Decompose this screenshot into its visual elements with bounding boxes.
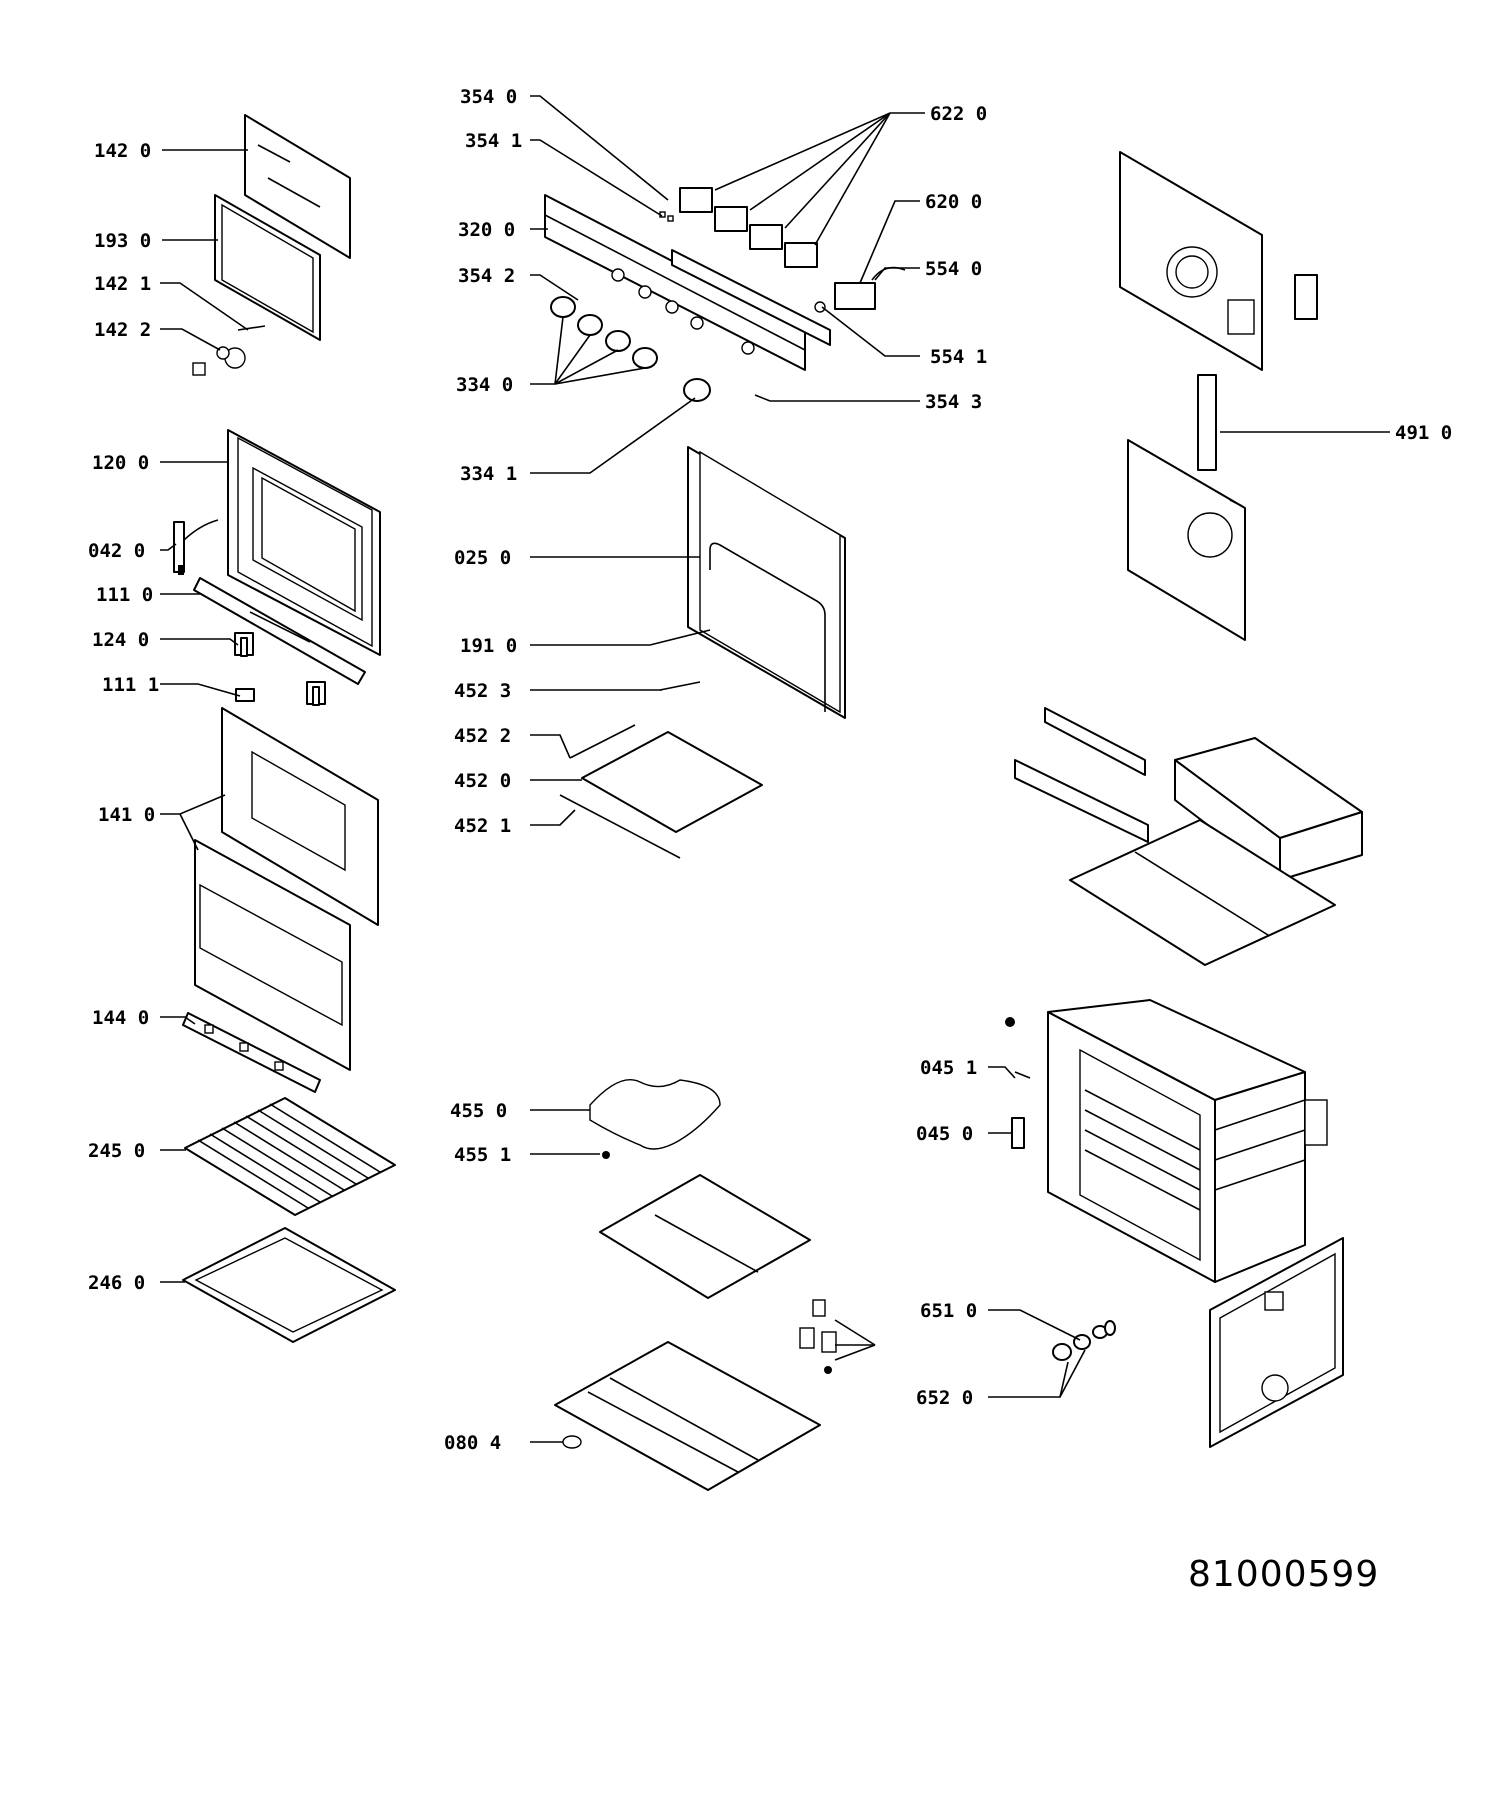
door-glass-frame <box>214 194 321 341</box>
oven-seal-frame <box>687 446 846 719</box>
handle-end-cap-right <box>306 681 326 706</box>
label-025-0: 025 0 <box>454 547 511 569</box>
label-045-0: 045 0 <box>916 1123 973 1145</box>
label-191-0: 191 0 <box>460 635 517 657</box>
door-glass-upper <box>244 114 351 259</box>
label-042-0: 042 0 <box>88 540 145 562</box>
top-plate <box>1069 819 1336 966</box>
control-panel-trim <box>671 249 831 346</box>
top-channel <box>1014 759 1149 843</box>
label-354-3: 354 3 <box>925 391 982 413</box>
thermostat-block <box>814 266 906 313</box>
label-491-0: 491 0 <box>1395 422 1452 444</box>
document-number: 81000599 <box>1188 1554 1379 1595</box>
back-panel <box>1119 151 1263 371</box>
bottom-panel <box>554 1341 821 1491</box>
grill-rod <box>659 681 701 691</box>
label-045-1: 045 1 <box>920 1057 977 1079</box>
label-622-0: 622 0 <box>930 103 987 125</box>
label-455-1: 455 1 <box>454 1144 511 1166</box>
label-455-0: 455 0 <box>450 1100 507 1122</box>
bottom-cover-plate <box>599 1174 811 1299</box>
label-120-0: 120 0 <box>92 452 149 474</box>
label-452-2: 452 2 <box>454 725 511 747</box>
label-652-0: 652 0 <box>916 1387 973 1409</box>
label-452-0: 452 0 <box>454 770 511 792</box>
label-142-0: 142 0 <box>94 140 151 162</box>
door-switch <box>1011 1117 1025 1149</box>
lower-heating-element <box>589 1078 721 1159</box>
label-142-1: 142 1 <box>94 273 151 295</box>
handle-end-cap-left <box>234 632 254 657</box>
label-193-0: 193 0 <box>94 230 151 252</box>
label-334-1: 334 1 <box>460 463 517 485</box>
label-354-1: 354 1 <box>465 130 522 152</box>
label-111-0: 111 0 <box>96 584 153 606</box>
foot-cap <box>562 1435 582 1449</box>
side-bracket <box>1197 374 1217 471</box>
label-245-0: 245 0 <box>88 1140 145 1162</box>
door-bottom-rail <box>182 1012 321 1093</box>
top-terminal-strip <box>1044 707 1146 776</box>
label-080-4: 080 4 <box>444 1432 501 1454</box>
label-144-0: 144 0 <box>92 1007 149 1029</box>
door-handle-strip <box>193 577 366 685</box>
switch-blocks <box>679 187 818 268</box>
cavity-rear-frame <box>1209 1237 1344 1448</box>
label-554-1: 554 1 <box>930 346 987 368</box>
baking-tray <box>182 1227 396 1343</box>
label-651-0: 651 0 <box>920 1300 977 1322</box>
grill-plate <box>581 731 763 833</box>
label-620-0: 620 0 <box>925 191 982 213</box>
connector-block <box>1294 274 1318 320</box>
grill-bracket <box>559 794 681 859</box>
door-inner-frame <box>227 429 381 656</box>
cavity-screw <box>1005 1017 1031 1079</box>
label-452-3: 452 3 <box>454 680 511 702</box>
door-hinge <box>173 519 219 575</box>
indicator-lamps <box>659 211 674 222</box>
top-insulation-box <box>1174 737 1363 881</box>
label-111-1: 111 1 <box>102 674 159 696</box>
label-554-0: 554 0 <box>925 258 982 280</box>
label-334-0: 334 0 <box>456 374 513 396</box>
inner-door-panel <box>194 839 351 1071</box>
label-141-0: 141 0 <box>98 804 155 826</box>
lamp-assembly <box>1052 1320 1116 1361</box>
oven-cavity <box>1047 999 1328 1283</box>
label-142-2: 142 2 <box>94 319 151 341</box>
leader-lines <box>160 95 1390 1443</box>
label-354-2: 354 2 <box>458 265 515 287</box>
bottom-clips <box>799 1299 837 1374</box>
glass-clip-screw <box>192 325 266 376</box>
part-labels: 142 0 193 0 142 1 142 2 120 0 042 0 111 … <box>88 86 1452 1454</box>
label-124-0: 124 0 <box>92 629 149 651</box>
control-knobs <box>550 296 658 369</box>
label-320-0: 320 0 <box>458 219 515 241</box>
grill-element <box>569 724 636 759</box>
label-246-0: 246 0 <box>88 1272 145 1294</box>
panel-dials <box>611 268 755 355</box>
wire-shelf <box>184 1097 396 1216</box>
label-354-0: 354 0 <box>460 86 517 108</box>
timer-knob <box>683 378 711 402</box>
label-452-1: 452 1 <box>454 815 511 837</box>
outer-door-panel <box>221 707 379 926</box>
fan-bracket <box>1127 439 1246 641</box>
